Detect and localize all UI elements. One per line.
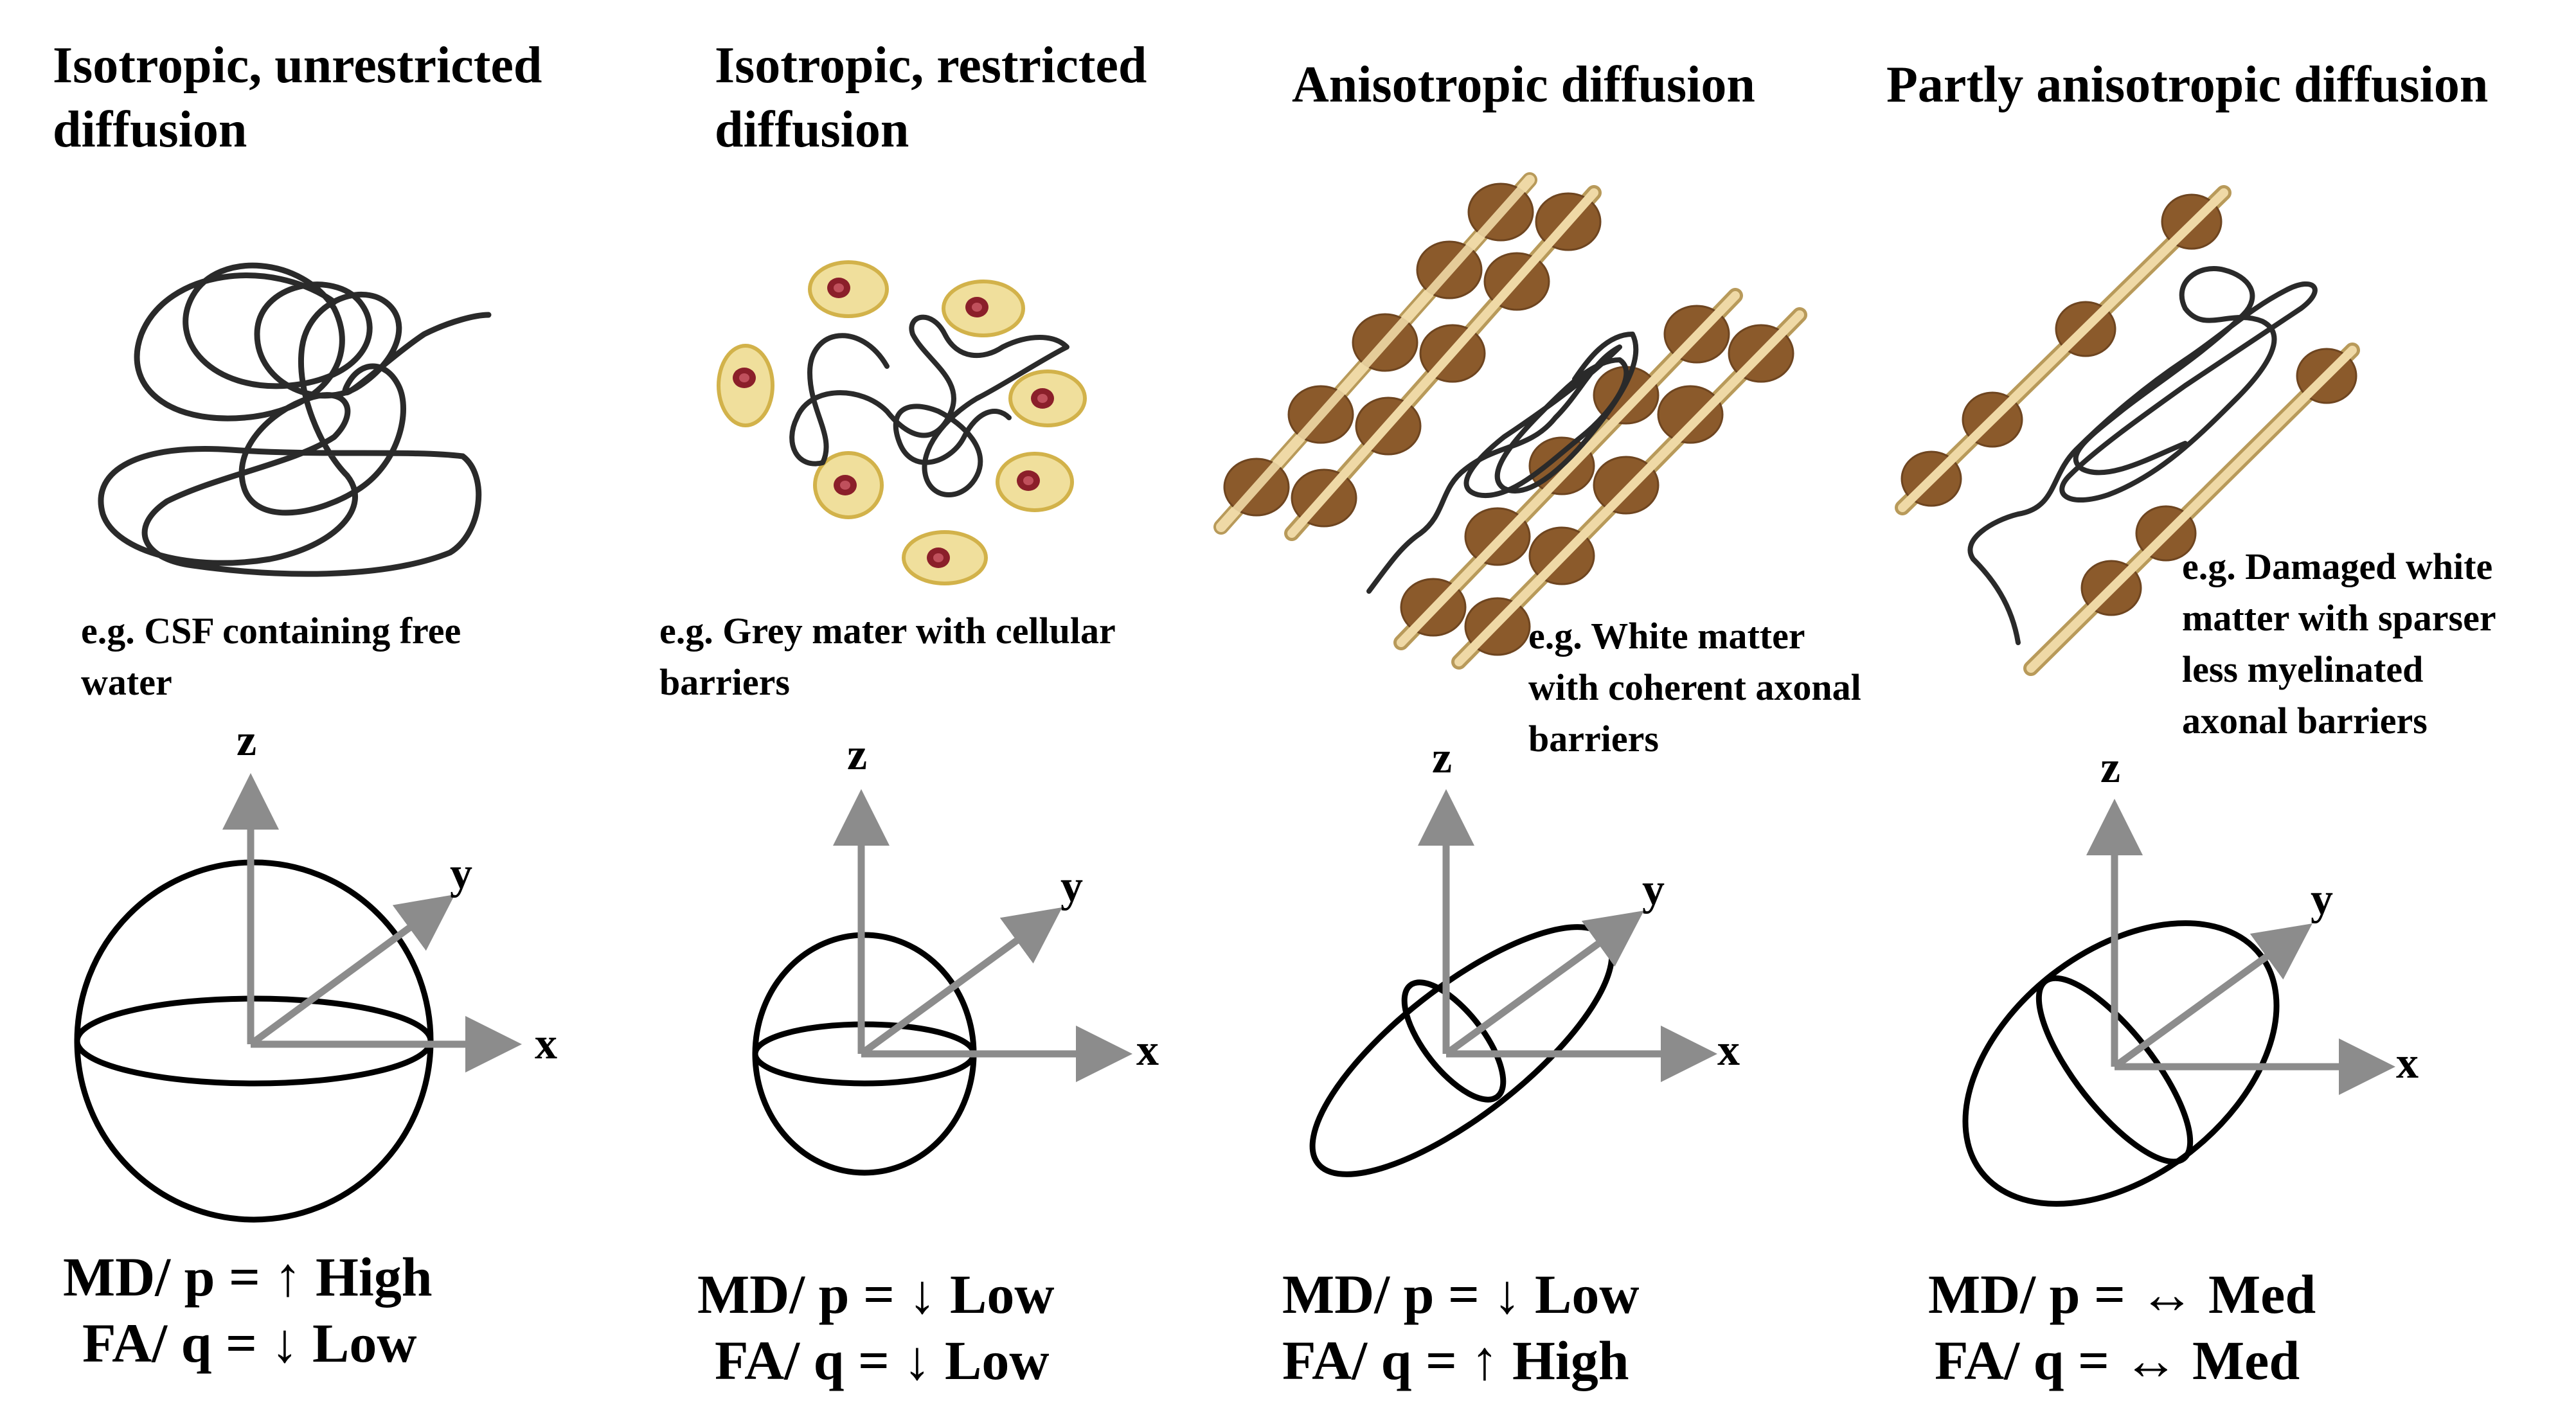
tensor-diagram-1 xyxy=(74,773,522,1223)
cell xyxy=(813,451,884,519)
fa-value: FA/ q = ↓ Low xyxy=(82,1312,417,1374)
title-line: diffusion xyxy=(53,102,247,158)
md-value: MD/ p = ↑ High xyxy=(63,1246,433,1308)
x-axis-label: x xyxy=(535,1019,557,1069)
caption-line: barriers xyxy=(1528,718,1659,760)
restricted-random-walk xyxy=(789,314,1069,497)
coherent-axons xyxy=(1213,172,1807,670)
caption-line: e.g. Damaged white xyxy=(2182,546,2493,587)
title-line: diffusion xyxy=(715,102,909,158)
y-axis xyxy=(248,894,455,1047)
caption-line: e.g. CSF containing free xyxy=(81,610,461,652)
z-axis-label: z xyxy=(1432,733,1453,783)
axon xyxy=(1393,288,1743,650)
y-axis xyxy=(859,907,1062,1057)
caption-line: axonal barriers xyxy=(2182,700,2428,742)
title-line: Isotropic, restricted xyxy=(715,37,1147,94)
md-value: MD/ p = ↓ Low xyxy=(1282,1263,1640,1325)
axon xyxy=(1895,185,2232,515)
example-caption: e.g. White matter with coherent axonal b… xyxy=(1528,610,1861,765)
panel-title: Isotropic, restricted diffusion xyxy=(715,33,1147,162)
axon xyxy=(1284,185,1602,541)
free-water-random-walk xyxy=(98,262,492,577)
z-axis-label: z xyxy=(2100,743,2121,792)
panel-title: Anisotropic diffusion xyxy=(1292,53,1755,117)
fa-value: FA/ q = ↓ Low xyxy=(715,1330,1050,1391)
partly-anisotropic-random-walk xyxy=(1967,266,2318,645)
fa-value: FA/ q = ↔ Med xyxy=(1935,1330,2300,1391)
cell xyxy=(717,344,774,427)
example-caption: e.g. Damaged white matter with sparser l… xyxy=(2182,541,2496,747)
grey-matter-cells xyxy=(717,260,1087,585)
x-axis-label: x xyxy=(2396,1038,2419,1088)
x-axis-label: x xyxy=(1717,1026,1740,1075)
panel-title: Isotropic, unrestricted diffusion xyxy=(53,33,542,162)
z-axis-label: z xyxy=(847,730,868,779)
axon xyxy=(1451,307,1807,670)
caption-line: e.g. White matter xyxy=(1528,615,1805,657)
z-axis-label: z xyxy=(237,716,257,765)
example-caption: e.g. Grey mater with cellular barriers xyxy=(659,605,1116,708)
cell xyxy=(942,280,1025,337)
axon xyxy=(1213,172,1537,535)
cell xyxy=(996,452,1074,512)
caption-line: water xyxy=(81,661,172,703)
y-axis-label: y xyxy=(2311,875,2333,924)
x-axis-label: x xyxy=(1136,1026,1159,1075)
caption-line: barriers xyxy=(659,661,790,703)
tensor-diagram-4 xyxy=(1962,799,2395,1207)
md-value: MD/ p = ↓ Low xyxy=(697,1263,1055,1325)
cell xyxy=(1008,369,1087,427)
caption-line: less myelinated xyxy=(2182,648,2424,690)
example-caption: e.g. CSF containing free water xyxy=(81,605,461,708)
title-line: Isotropic, unrestricted xyxy=(53,37,542,94)
title-line: Anisotropic diffusion xyxy=(1292,57,1755,113)
sparse-axons xyxy=(1895,185,2360,676)
panel-title: Partly anisotropic diffusion xyxy=(1886,53,2488,117)
fa-value: FA/ q = ↑ High xyxy=(1282,1330,1629,1391)
cell xyxy=(902,530,988,585)
ellipsoid-cross-section xyxy=(1401,979,1507,1103)
tensor-diagram-2 xyxy=(752,789,1132,1176)
caption-line: matter with sparser xyxy=(2182,597,2496,639)
caption-line: e.g. Grey mater with cellular xyxy=(659,610,1116,652)
axon xyxy=(2023,343,2360,676)
caption-line: with coherent axonal xyxy=(1528,666,1861,708)
tensor-diagram-3 xyxy=(1309,789,1717,1177)
y-axis xyxy=(2112,923,2312,1070)
cell xyxy=(808,260,889,318)
anisotropic-random-walk xyxy=(1366,332,1639,594)
y-axis-label: y xyxy=(1642,865,1665,914)
y-axis-label: y xyxy=(1060,862,1083,911)
y-axis xyxy=(1444,911,1644,1057)
y-axis-label: y xyxy=(450,849,472,898)
title-line: Partly anisotropic diffusion xyxy=(1886,57,2489,113)
md-value: MD/ p = ↔ Med xyxy=(1928,1263,2316,1325)
